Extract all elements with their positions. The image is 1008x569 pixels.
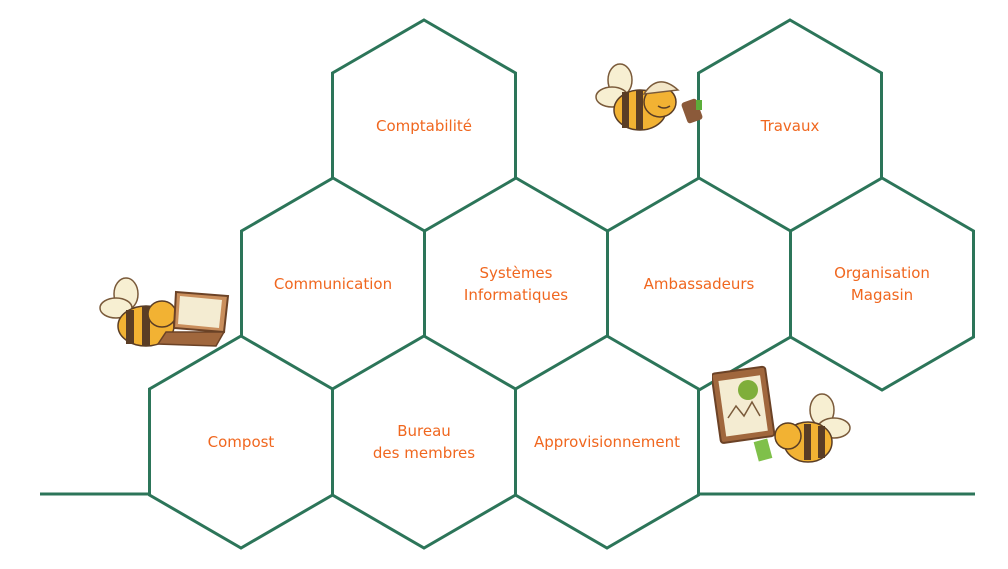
- hexagon-label: Communication: [273, 275, 393, 293]
- bee-laptop-icon: [99, 277, 230, 347]
- hexagon-cell: [514, 334, 700, 550]
- hexagon-label: Travaux: [760, 117, 820, 135]
- hexagon-label: Compost: [207, 433, 275, 451]
- hexagon-label: Comptabilité: [376, 117, 472, 135]
- bee-construction-icon: [595, 63, 703, 131]
- hexagon-cell: [789, 176, 975, 392]
- hexagon-label: Approvisionnement: [534, 433, 680, 451]
- hexagon-label: Ambassadeurs: [643, 275, 755, 293]
- bee-clipboard-icon: [712, 365, 851, 463]
